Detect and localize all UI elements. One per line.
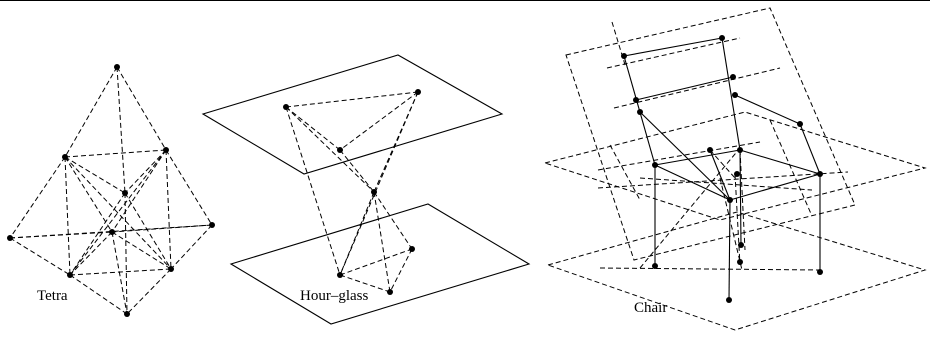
chair-cutting-planes xyxy=(543,7,927,331)
top-rule xyxy=(0,0,930,1)
tetra-label: Tetra xyxy=(37,288,68,304)
hourglass-vertices xyxy=(283,89,421,295)
chair-diagram xyxy=(543,7,927,331)
chair-vertices xyxy=(621,35,823,303)
chair-frame xyxy=(623,37,821,301)
hourglass-bottom-plane xyxy=(229,203,531,325)
tetra-vertices xyxy=(7,64,215,317)
chair-label: Chair xyxy=(634,300,668,316)
hourglass-diagram xyxy=(201,54,531,325)
hourglass-edges xyxy=(285,91,419,293)
hourglass-label: Hour–glass xyxy=(300,288,369,304)
hourglass-top-plane xyxy=(201,54,504,175)
tetra-diagram xyxy=(7,64,215,317)
tetra-edges xyxy=(9,66,213,315)
